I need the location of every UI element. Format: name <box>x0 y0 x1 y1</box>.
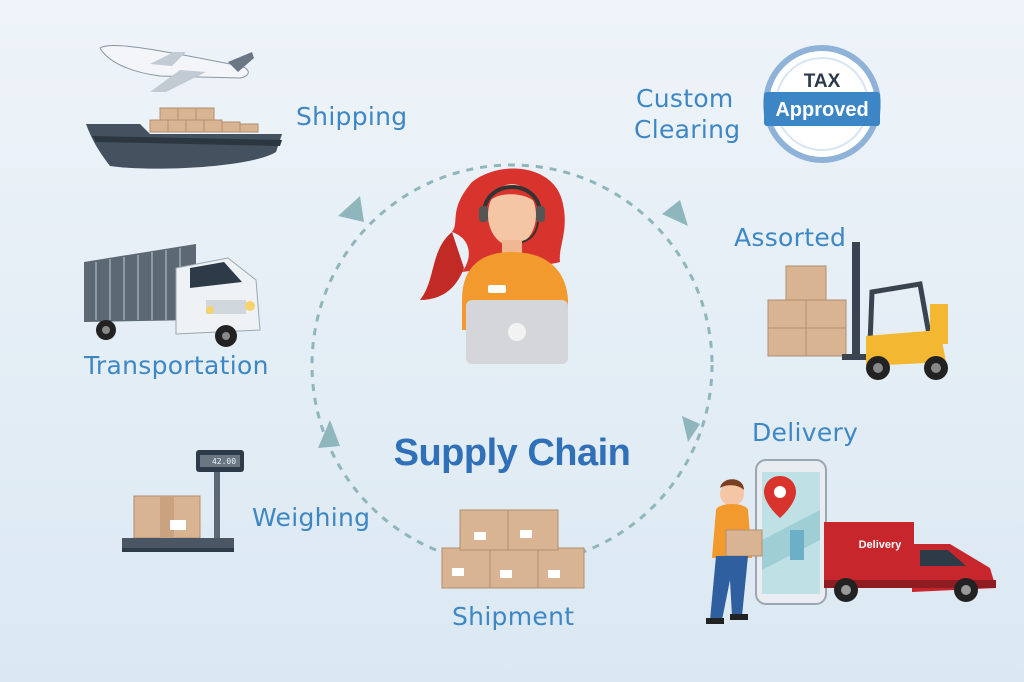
airplane-icon <box>99 44 254 92</box>
arrow-left <box>318 420 340 448</box>
arrow-top-left <box>338 196 364 222</box>
step-label-assorted: Assorted <box>734 223 847 252</box>
custom-clearing-line1: Custom <box>636 84 734 113</box>
smartphone-map-icon <box>755 459 827 605</box>
step-label-weighing: Weighing <box>252 503 371 532</box>
scale-display-readout: 42.00 <box>212 457 236 466</box>
arrow-top-right <box>662 200 688 226</box>
shipment-box-labels <box>452 530 560 578</box>
delivery-van-icon <box>824 522 996 602</box>
shipment-boxes <box>441 509 585 589</box>
courier-icon <box>706 479 763 624</box>
weighing-scale-icon <box>122 450 244 552</box>
support-agent-icon <box>420 168 568 330</box>
cargo-ship-icon <box>86 107 282 169</box>
badge-bottom-text: Approved <box>775 99 868 121</box>
forklift-icon <box>842 242 948 380</box>
step-label-transportation: Transportation <box>84 351 269 380</box>
assorted-boxes <box>767 265 847 357</box>
step-label-shipping: Shipping <box>296 102 408 131</box>
step-label-shipment: Shipment <box>452 602 575 631</box>
step-label-custom-clearing: Custom Clearing <box>634 84 740 145</box>
arrow-right <box>682 416 700 442</box>
box-truck-icon <box>84 244 261 347</box>
scale-box <box>133 495 201 539</box>
diagram-title: Supply Chain <box>393 432 631 474</box>
cycle-arrows <box>318 196 700 448</box>
badge-top-text: TAX <box>804 71 841 92</box>
step-label-delivery: Delivery <box>752 418 859 447</box>
van-side-text: Delivery <box>859 539 903 551</box>
laptop-icon <box>466 300 568 364</box>
custom-clearing-line2: Clearing <box>634 114 741 144</box>
tax-approved-badge-icon <box>763 45 881 163</box>
